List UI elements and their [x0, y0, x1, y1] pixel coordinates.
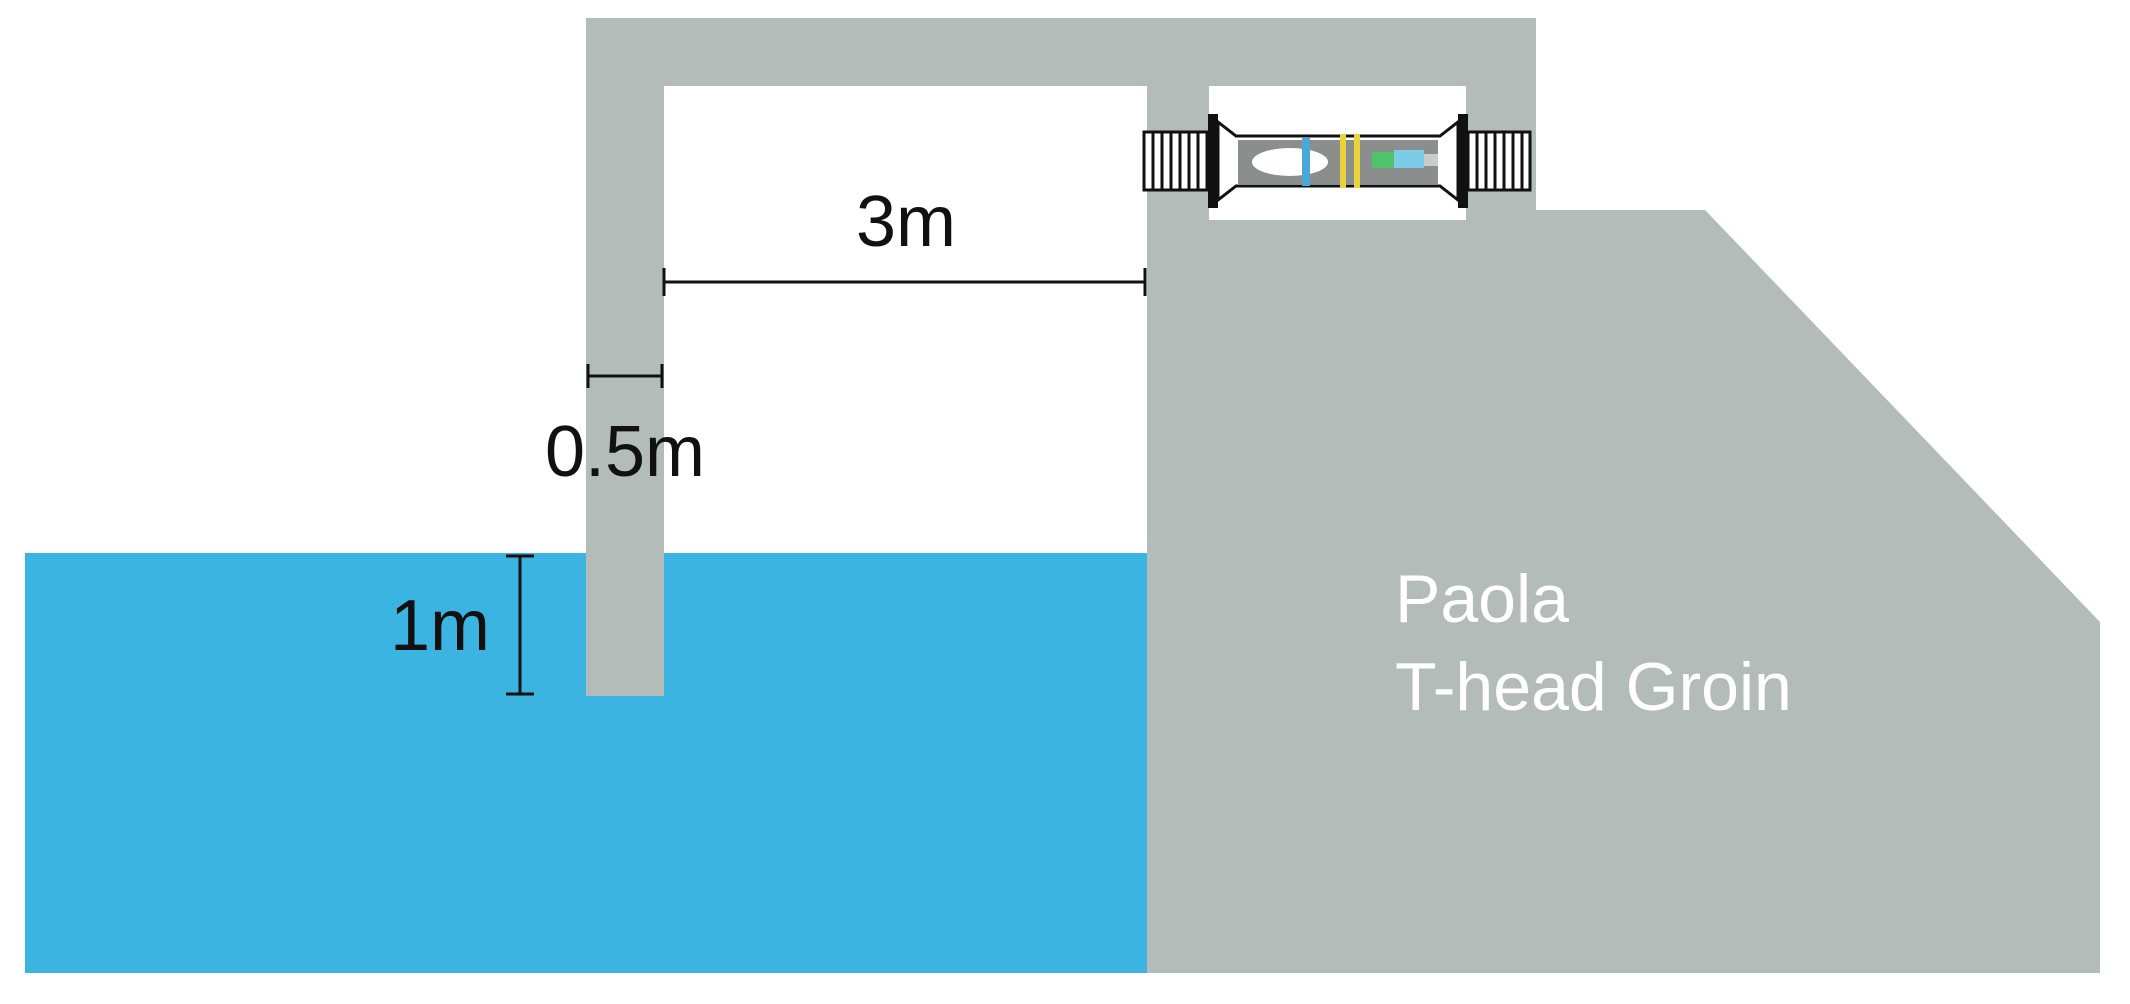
- site-name-line2: T-head Groin: [1395, 649, 1792, 725]
- wall-thickness-dimension-label: 0.5m: [545, 412, 705, 492]
- site-name-line1: Paola: [1395, 561, 1569, 637]
- tube-sensor-device-icon: [1142, 114, 1532, 208]
- wall-thickness-dimension-line: [586, 364, 664, 388]
- submersion-dimension-line: [506, 554, 534, 696]
- span-dimension-label: 3m: [856, 182, 956, 262]
- groin-structure: [1147, 210, 2100, 973]
- frame-left-wall: [586, 18, 664, 696]
- submersion-dimension-label: 1m: [390, 586, 490, 666]
- frame-top-beam: [586, 18, 1536, 86]
- span-dimension-line: [662, 268, 1147, 296]
